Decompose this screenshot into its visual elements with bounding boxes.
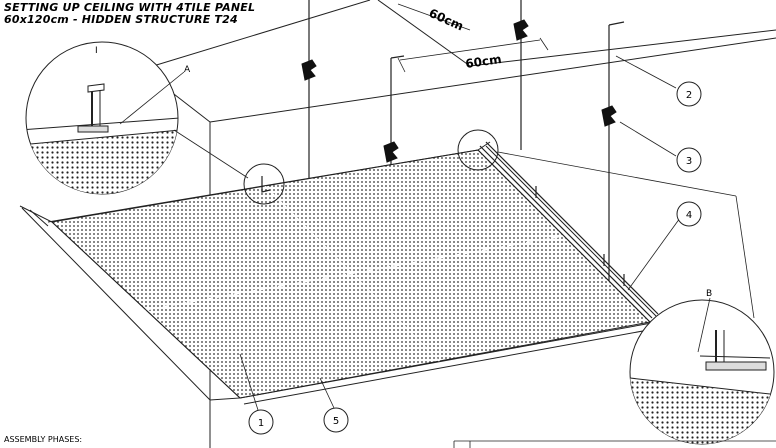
callout-leaders [239, 55, 681, 411]
detail-i-circle [25, 41, 179, 195]
callout-5: 5 [323, 407, 349, 433]
main-runner [479, 141, 659, 319]
detail-b-leader-bottom [735, 195, 755, 319]
callout-2: 2 [676, 81, 702, 107]
dimension-60-top: 60cm [427, 6, 466, 34]
detail-b-target-circle [457, 129, 499, 171]
title-block-fragment [453, 440, 776, 448]
detail-b-circle [629, 299, 775, 445]
runner-end-mark [261, 176, 271, 193]
hanger-clips [301, 19, 617, 163]
callout-2-label: 2 [686, 90, 692, 101]
detail-i-target-circle [243, 163, 285, 205]
callout-5-label: 5 [333, 416, 339, 427]
detail-b-label: B [706, 289, 712, 299]
dimension-60-mid: 60cm [464, 52, 502, 71]
detail-i-label: I [95, 46, 98, 56]
assembly-phases-label: ASSEMBLY PHASES: [4, 435, 83, 444]
drawing-title-line2: 60x120cm - HIDDEN STRUCTURE T24 [4, 13, 238, 26]
dimension-lines [397, 3, 549, 73]
detail-b-leader-top [497, 151, 737, 197]
callout-3-label: 3 [686, 156, 692, 167]
panel-joints [144, 185, 565, 363]
callout-1-label: 1 [258, 418, 264, 429]
drawing-title-line1: SETTING UP CEILING WITH 4TILE PANEL [4, 1, 256, 14]
detail-b-pointer [697, 297, 711, 353]
callout-1: 1 [248, 409, 274, 435]
detail-i-leader [173, 129, 249, 179]
detail-a-label: A [184, 65, 191, 75]
callout-3: 3 [676, 147, 702, 173]
callout-4-label: 4 [686, 210, 692, 221]
callout-4: 4 [676, 201, 702, 227]
detail-a-leader [119, 71, 185, 125]
